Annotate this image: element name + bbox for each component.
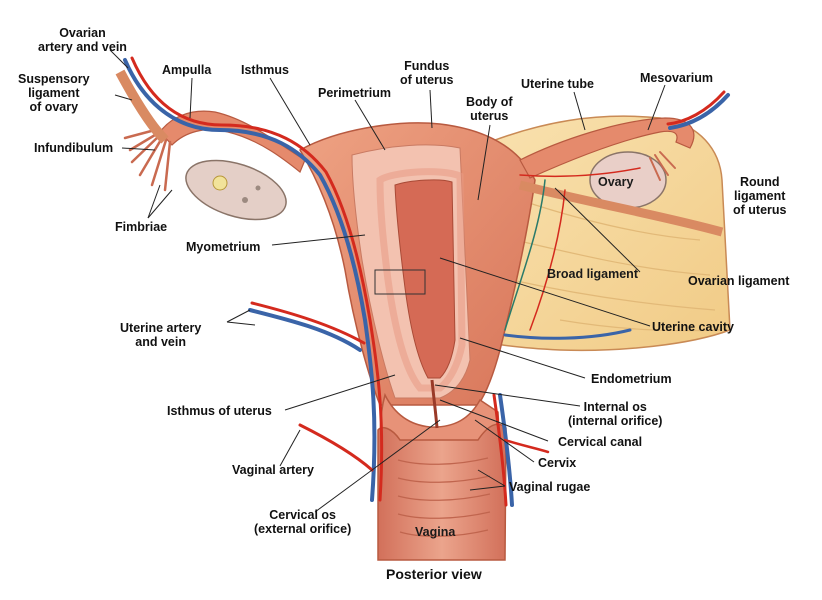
left-fimbriae [123,128,172,192]
endometrium [376,168,466,392]
label-vaginal-artery: Vaginal artery [232,463,314,477]
vagina [377,423,507,561]
right-fimbriae [649,151,676,181]
label-uterine-cavity: Uterine cavity [652,320,734,334]
label-myometrium: Myometrium [186,240,261,254]
label-body-of-uterus: Body of uterus [466,95,513,123]
label-round-ligament: Round ligament of uterus [733,175,787,217]
label-perimetrium: Perimetrium [318,86,391,100]
label-vaginal-rugae: Vaginal rugae [509,480,591,494]
vaginal-rugae [397,457,491,537]
caption-posterior-view: Posterior view [386,566,482,582]
label-endometrium: Endometrium [591,372,672,386]
label-broad-ligament: Broad ligament [547,267,638,281]
label-uterine-artery-vein: Uterine artery and vein [120,321,202,349]
detail-box [374,269,426,295]
label-ampulla: Ampulla [162,63,212,77]
label-fundus: Fundus of uterus [400,59,454,87]
suspensory-ligament [115,69,169,144]
label-infundibulum: Infundibulum [34,141,114,155]
label-internal-os: Internal os (internal orifice) [568,400,663,428]
label-cervical-canal: Cervical canal [558,435,643,449]
left-ovary [185,159,287,221]
vessels [123,56,730,507]
label-ovary: Ovary [598,175,634,189]
label-ovarian-artery-vein: Ovarian artery and vein [38,26,127,54]
broad-ligament-folds [511,199,721,332]
label-isthmus: Isthmus [241,63,289,77]
label-isthmus-of-uterus: Isthmus of uterus [167,404,272,418]
leader-lines [109,49,666,513]
cervical-canal [430,379,439,429]
label-fimbriae: Fimbriae [115,220,168,234]
label-cervical-os: Cervical os (external orifice) [254,508,352,536]
right-uterine-tube [519,117,695,179]
label-uterine-tube: Uterine tube [521,77,594,91]
label-ovarian-ligament: Ovarian ligament [688,274,790,288]
label-cervix: Cervix [538,456,577,470]
label-suspensory-ligament: Suspensory ligament of ovary [18,72,90,114]
round-ligament [518,180,724,237]
label-mesovarium: Mesovarium [640,71,713,85]
label-vagina: Vagina [415,525,456,539]
